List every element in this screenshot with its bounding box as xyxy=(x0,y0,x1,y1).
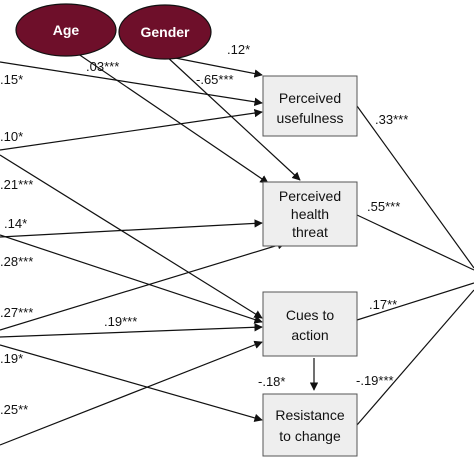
arrow-left-to-cues-3 xyxy=(0,323,263,338)
oval-age-label: Age xyxy=(53,22,80,38)
coef-usefulness-out: .33*** xyxy=(375,112,408,127)
coef-cues-resistance: -.18* xyxy=(258,374,285,389)
oval-gender: Gender xyxy=(118,4,212,60)
arrow-left-to-cues xyxy=(0,154,263,319)
coef-resistance-out: -.19*** xyxy=(356,373,394,388)
box-cues-line-2: action xyxy=(291,327,328,343)
arrow-left-to-threat xyxy=(0,219,263,238)
box-resistance-to-change: Resistance to change xyxy=(262,393,358,457)
arrow-left-to-cues-2 xyxy=(0,234,263,324)
coef-left-10: .10* xyxy=(0,129,23,144)
box-resistance-line-1: Resistance xyxy=(275,407,344,423)
box-usefulness-line-1: Perceived xyxy=(279,90,341,106)
coef-left-21: .21*** xyxy=(0,177,33,192)
arrow-gender-to-threat xyxy=(164,54,301,181)
box-cues-line-1: Cues to xyxy=(286,307,334,323)
box-threat-line-3: threat xyxy=(292,224,328,240)
coef-age-threat: .03*** xyxy=(86,59,119,74)
arrow-left-to-resistance xyxy=(0,344,263,422)
coef-left-28: .28*** xyxy=(0,254,33,269)
arrows xyxy=(0,44,474,446)
box-resistance-line-2: to change xyxy=(279,428,341,444)
arrow-left-to-usefulness-2 xyxy=(0,108,263,151)
arrow-left-to-usefulness xyxy=(0,61,263,106)
arrow-usefulness-out xyxy=(356,105,474,269)
box-cues-to-action: Cues to action xyxy=(262,291,358,357)
arrow-left-to-cues-4 xyxy=(0,340,263,446)
box-threat-line-1: Perceived xyxy=(279,188,341,204)
box-perceived-usefulness: Perceived usefulness xyxy=(262,75,358,137)
coef-threat-out: .55*** xyxy=(367,199,400,214)
coef-left-25: .25** xyxy=(0,402,28,417)
coef-left-27: .27*** xyxy=(0,305,33,320)
coef-gender-usefulness: .12* xyxy=(227,42,250,57)
arrow-threat-out xyxy=(356,214,474,271)
coef-cues-out: .17** xyxy=(369,297,397,312)
coef-left-14: .14* xyxy=(4,216,27,231)
coef-left-15: .15* xyxy=(0,72,23,87)
coef-cues-mid: .19*** xyxy=(104,314,137,329)
box-perceived-health-threat: Perceived health threat xyxy=(262,181,358,247)
oval-gender-label: Gender xyxy=(140,24,190,40)
arrow-cues-out xyxy=(356,282,474,321)
coef-gender-threat: -.65*** xyxy=(196,72,234,87)
coefficient-labels: .15* .03*** .12* -.65*** .33*** .10* .21… xyxy=(0,42,408,417)
box-threat-line-2: health xyxy=(291,206,329,222)
arrow-resistance-out xyxy=(356,289,474,426)
box-usefulness-line-2: usefulness xyxy=(277,110,344,126)
coef-left-19: .19* xyxy=(0,351,23,366)
arrow-left-to-threat-2 xyxy=(0,241,286,331)
oval-age: Age xyxy=(15,3,117,57)
arrow-age-to-threat xyxy=(64,44,269,184)
